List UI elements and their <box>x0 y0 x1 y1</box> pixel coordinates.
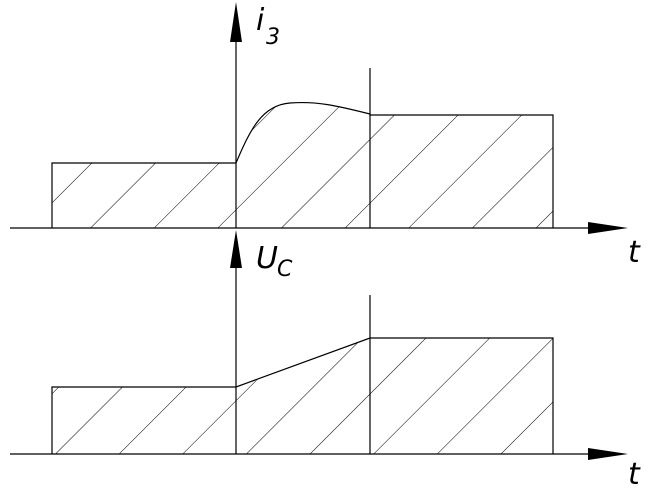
top-hatched-region-transition <box>236 102 370 228</box>
bottom-x-label: t <box>628 457 641 492</box>
bottom-waveform-outline <box>51 337 554 454</box>
top-hatched-region-steady <box>370 115 553 228</box>
top-hatched-region <box>52 163 236 228</box>
top-y-label: i <box>256 3 265 38</box>
bottom-y-axis-arrow <box>230 230 242 268</box>
bottom-y-label-subscript: C <box>277 257 293 282</box>
top-y-axis-arrow <box>230 2 242 42</box>
top-x-axis-arrow <box>588 222 628 234</box>
bottom-hatched-region <box>52 338 553 454</box>
top-waveform-outline <box>51 102 554 228</box>
top-y-label-subscript: 3 <box>266 25 280 50</box>
top-x-label: t <box>628 235 641 270</box>
bottom-x-axis-arrow <box>588 448 628 460</box>
bottom-panel: U C t <box>10 230 641 492</box>
top-panel: i 3 t <box>10 2 641 270</box>
bottom-y-label: U <box>256 241 278 276</box>
